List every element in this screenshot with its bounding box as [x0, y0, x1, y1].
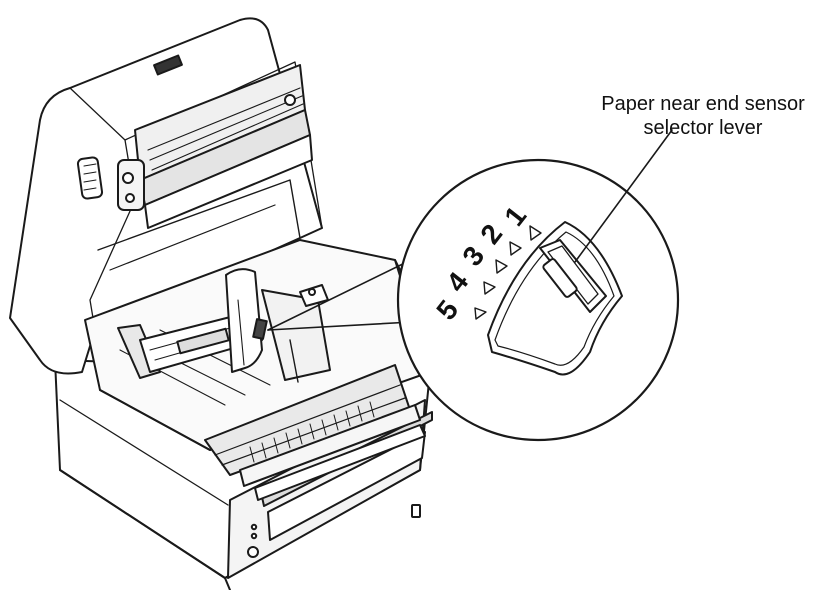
position-markers — [474, 225, 542, 320]
leader-line-bottom — [267, 321, 413, 331]
printer-lid-open — [9, 17, 323, 375]
magnified-view — [396, 158, 680, 442]
leader-line-top — [267, 257, 416, 331]
callout-label-line-1: Paper near end sensor — [601, 93, 805, 115]
callout-label-line-2: selector lever — [643, 117, 763, 139]
callout-leader — [574, 129, 673, 263]
callout-label: Paper near end sensor selector lever — [572, 92, 834, 140]
